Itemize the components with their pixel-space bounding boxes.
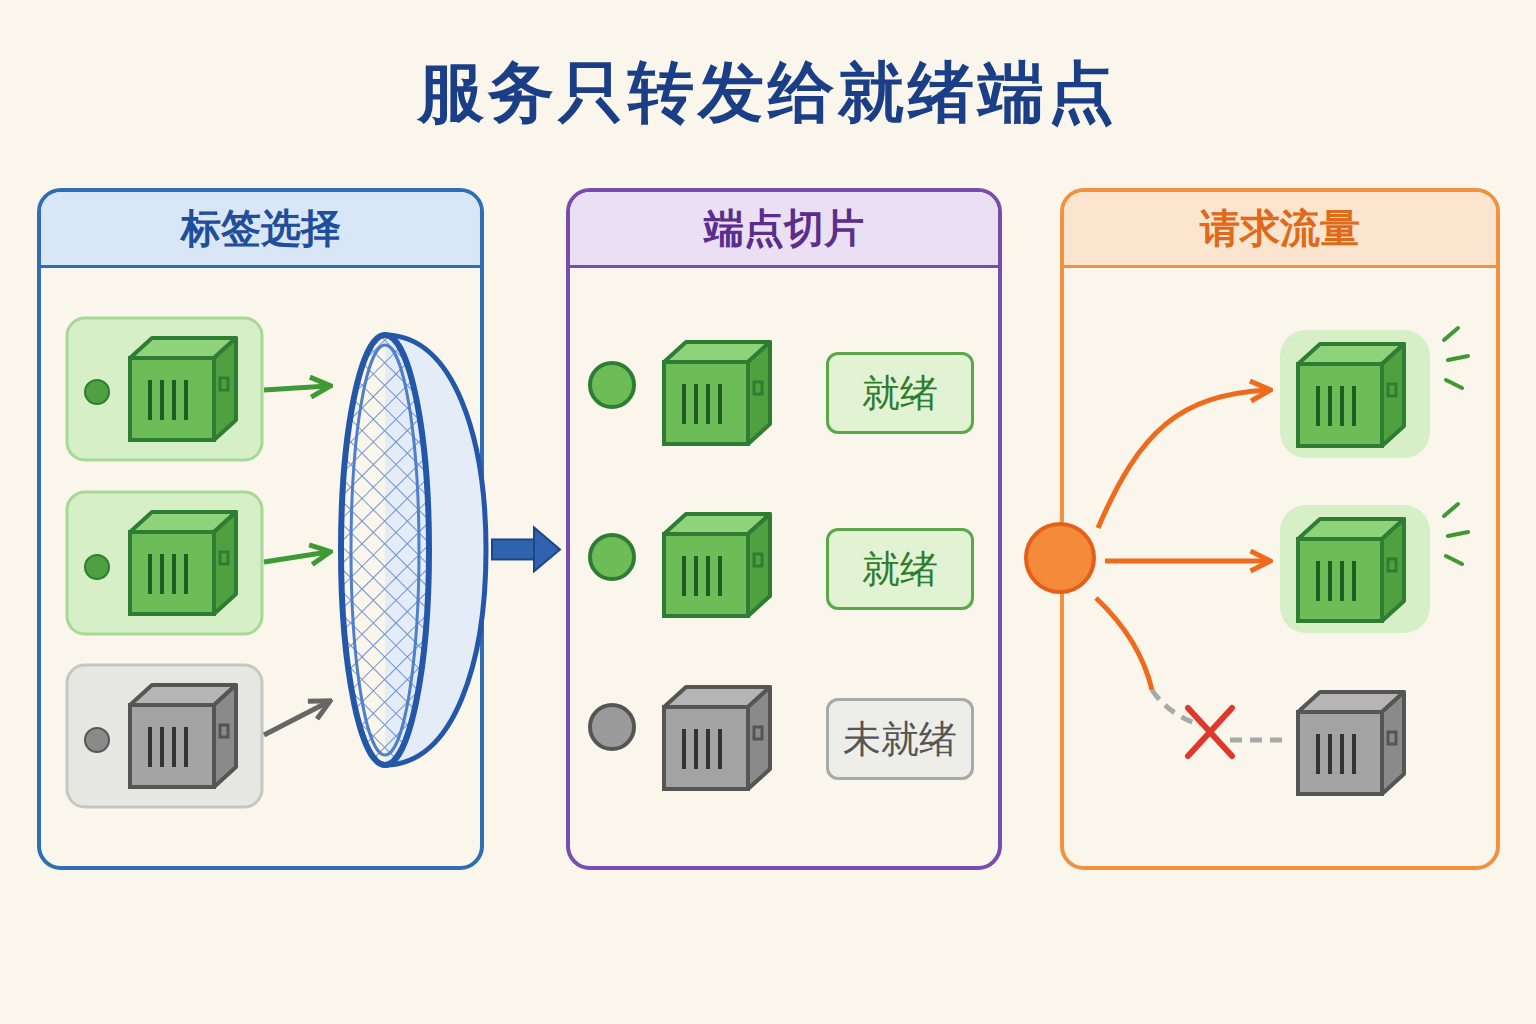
label-dot [85,728,109,752]
status-text: 就绪 [862,544,938,595]
status-dot [590,705,634,749]
arrow-head [534,527,560,571]
active-ticks [1444,328,1468,388]
status-dot [590,535,634,579]
blocked-dashed [1152,690,1285,740]
select-arrow [264,552,328,562]
arrow-shaft [492,539,534,559]
blocked-cross [1188,708,1232,756]
container-cube [130,512,236,614]
status-tag: 就绪 [826,528,974,610]
panel-heading: 端点切片 [570,192,998,268]
blocked-path [1096,598,1152,690]
container-cube [664,514,770,616]
panel-box: 端点切片就绪就绪未就绪 [566,188,1002,870]
pod-card [67,492,262,634]
glow-card [1280,505,1430,633]
traffic-arrow [1105,559,1268,564]
status-dot [590,363,634,407]
status-text: 就绪 [862,368,938,419]
select-arrow [264,386,328,390]
selector-net-rim [351,345,419,755]
panel-box: 请求流量 [1060,188,1500,870]
panel-heading: 标签选择 [41,192,480,268]
panel-heading: 请求流量 [1064,192,1496,268]
panel-box: 标签选择 [37,188,484,870]
diagram-title: 服务只转发给就绪端点 [0,48,1536,138]
flow-arrow [492,527,560,571]
status-tag: 未就绪 [826,698,974,780]
status-tag: 就绪 [826,352,974,434]
select-arrow [264,702,328,735]
label-dot [85,380,109,404]
pod-card [67,318,262,460]
container-cube [130,338,236,440]
container-cube [1298,519,1404,621]
container-cube [130,685,236,787]
container-cube [664,342,770,444]
active-ticks [1444,504,1468,564]
pod-card [67,665,262,807]
traffic-arrow [1098,390,1268,528]
label-dot [85,555,109,579]
glow-card [1280,330,1430,458]
status-text: 未就绪 [843,714,957,765]
container-cube [1298,692,1404,794]
selector-net [341,335,429,765]
container-cube [664,687,770,789]
net-back [385,335,486,765]
container-cube [1298,344,1404,446]
